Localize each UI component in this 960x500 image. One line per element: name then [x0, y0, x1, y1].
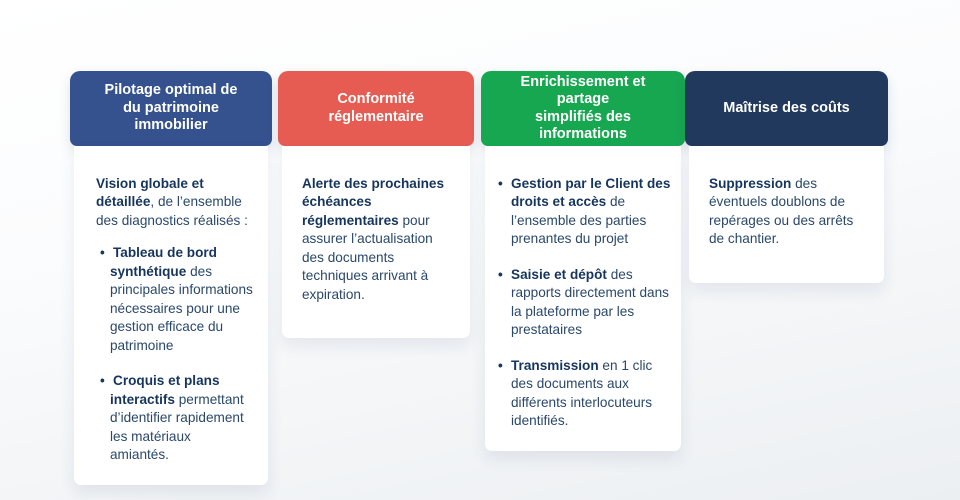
bullet-gestion-droits: Gestion par le Client des droits et accè…	[497, 175, 671, 249]
bullet-tableau-de-bord: Tableau de bord synthétique des principa…	[96, 244, 253, 355]
card-enrichissement-body: Gestion par le Client des droits et accè…	[485, 146, 681, 451]
card-maitrise-header: Maîtrise des coûts	[685, 71, 888, 146]
card-pilotage-intro: Vision globale et détaillée, de l’ensemb…	[96, 176, 248, 228]
card-pilotage-body: Vision globale et détaillée, de l’ensemb…	[74, 146, 268, 485]
card-pilotage-patrimoine: Pilotage optimal de du patrimoine immobi…	[70, 71, 272, 485]
bullet-transmission: Transmission en 1 clic des documents aux…	[497, 357, 671, 431]
card-conformite-body: Alerte des prochaines échéances réglemen…	[282, 146, 470, 339]
card-maitrise-couts: Maîtrise des coûts Suppression des évent…	[685, 71, 888, 283]
card-conformite-reglementaire: Conformité réglementaire Alerte des proc…	[278, 71, 474, 339]
card-enrichissement-bullet-list: Gestion par le Client des droits et accè…	[497, 175, 671, 431]
card-enrichissement-partage: Enrichissement et partage simplifiés des…	[481, 71, 685, 451]
card-conformite-header: Conformité réglementaire	[278, 71, 474, 146]
card-maitrise-body: Suppression des éventuels doublons de re…	[689, 146, 884, 283]
card-enrichissement-header: Enrichissement et partage simplifiés des…	[481, 71, 685, 146]
card-maitrise-text: Suppression des éventuels doublons de re…	[709, 176, 854, 247]
card-pilotage-bullet-list: Tableau de bord synthétique des principa…	[96, 244, 253, 464]
card-conformite-text: Alerte des prochaines échéances réglemen…	[302, 176, 445, 302]
card-pilotage-header: Pilotage optimal de du patrimoine immobi…	[70, 71, 272, 146]
bullet-croquis-plans: Croquis et plans interactifs permettant …	[96, 372, 253, 464]
bullet-saisie-depot: Saisie et dépôt des rapports directement…	[497, 266, 671, 340]
